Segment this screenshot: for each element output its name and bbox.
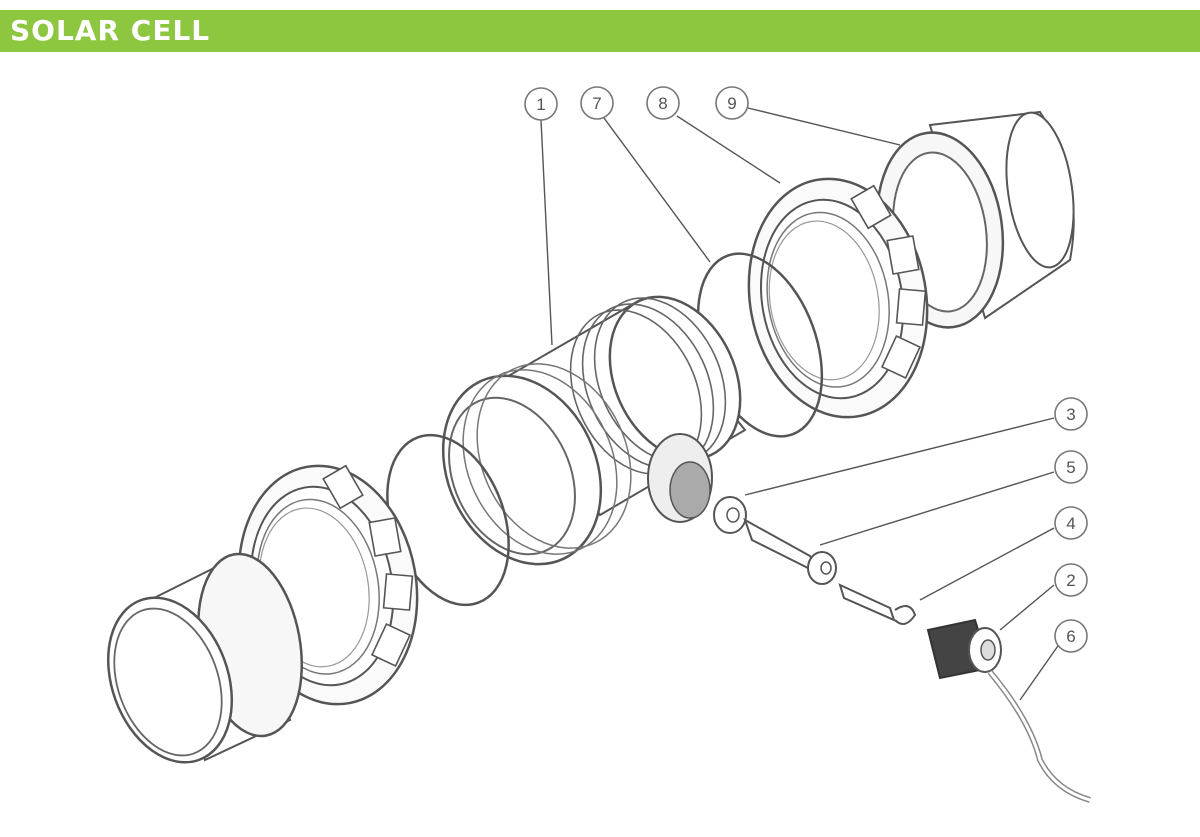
header-bar: SOLAR CELL [0, 10, 1200, 52]
callout-7: 7 [580, 86, 614, 120]
page-title: SOLAR CELL [10, 14, 211, 47]
callout-9: 9 [715, 86, 749, 120]
callout-3: 3 [1054, 397, 1088, 431]
callout-6: 6 [1054, 619, 1088, 653]
sensor-tube [743, 517, 837, 585]
callout-8-label: 8 [658, 94, 667, 113]
union-tailpiece-bottom [106, 552, 304, 764]
sensor-cable-highlight [988, 671, 1091, 802]
callout-1-label: 1 [536, 95, 545, 114]
callout-2-label: 2 [1066, 571, 1075, 590]
callout-7-label: 7 [592, 94, 601, 113]
callout-8: 8 [646, 86, 680, 120]
callout-4-label: 4 [1066, 514, 1075, 533]
callout-1: 1 [524, 87, 558, 121]
callout-2: 2 [1054, 563, 1088, 597]
sensor-clip [838, 583, 917, 625]
union-nut-bottom [219, 450, 437, 720]
cell-body [441, 295, 747, 566]
callout-5-label: 5 [1066, 458, 1075, 477]
callout-9-label: 9 [727, 94, 736, 113]
union-nut-top [729, 163, 947, 433]
sensor-washer [713, 496, 747, 534]
callout-6-label: 6 [1066, 627, 1075, 646]
sensor-plug [926, 618, 1002, 680]
callout-4: 4 [1054, 506, 1088, 540]
leader-lines [540, 107, 1061, 701]
callout-3-label: 3 [1066, 405, 1075, 424]
callout-5: 5 [1054, 450, 1088, 484]
